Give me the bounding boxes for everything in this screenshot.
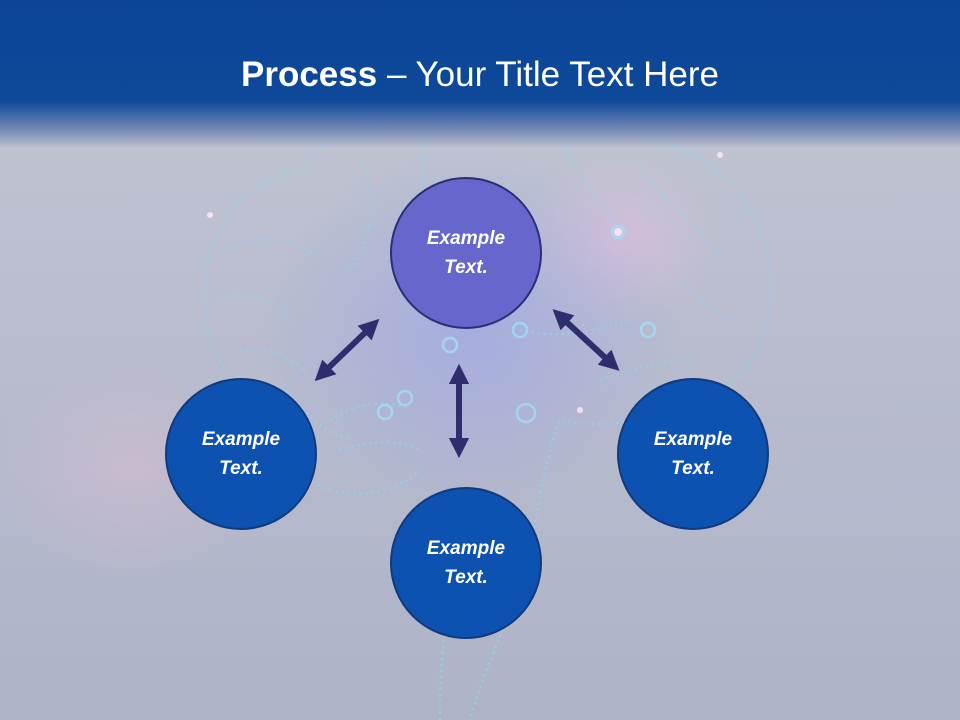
node-right[interactable]: Example Text. [617, 378, 769, 530]
node-left[interactable]: Example Text. [165, 378, 317, 530]
node-right-line1: Example [653, 429, 733, 450]
node-left-line1: Example [201, 429, 281, 450]
node-bottom-line2: Text. [444, 567, 488, 588]
node-bottom[interactable]: Example Text. [390, 487, 542, 639]
node-right-line2: Text. [671, 458, 715, 479]
header-bar [0, 0, 960, 148]
node-bottom-line1: Example [426, 538, 506, 559]
slide-title: Process – Your Title Text Here [0, 52, 960, 98]
node-left-line2: Text. [219, 458, 263, 479]
node-top[interactable]: Example Text. [390, 177, 542, 329]
node-top-line1: Example [426, 228, 506, 249]
arrow-top-right [552, 309, 620, 371]
arrow-top-left [314, 318, 380, 382]
title-bold: Process [241, 55, 378, 94]
node-top-line2: Text. [444, 257, 488, 278]
title-rest: – Your Title Text Here [377, 55, 719, 94]
